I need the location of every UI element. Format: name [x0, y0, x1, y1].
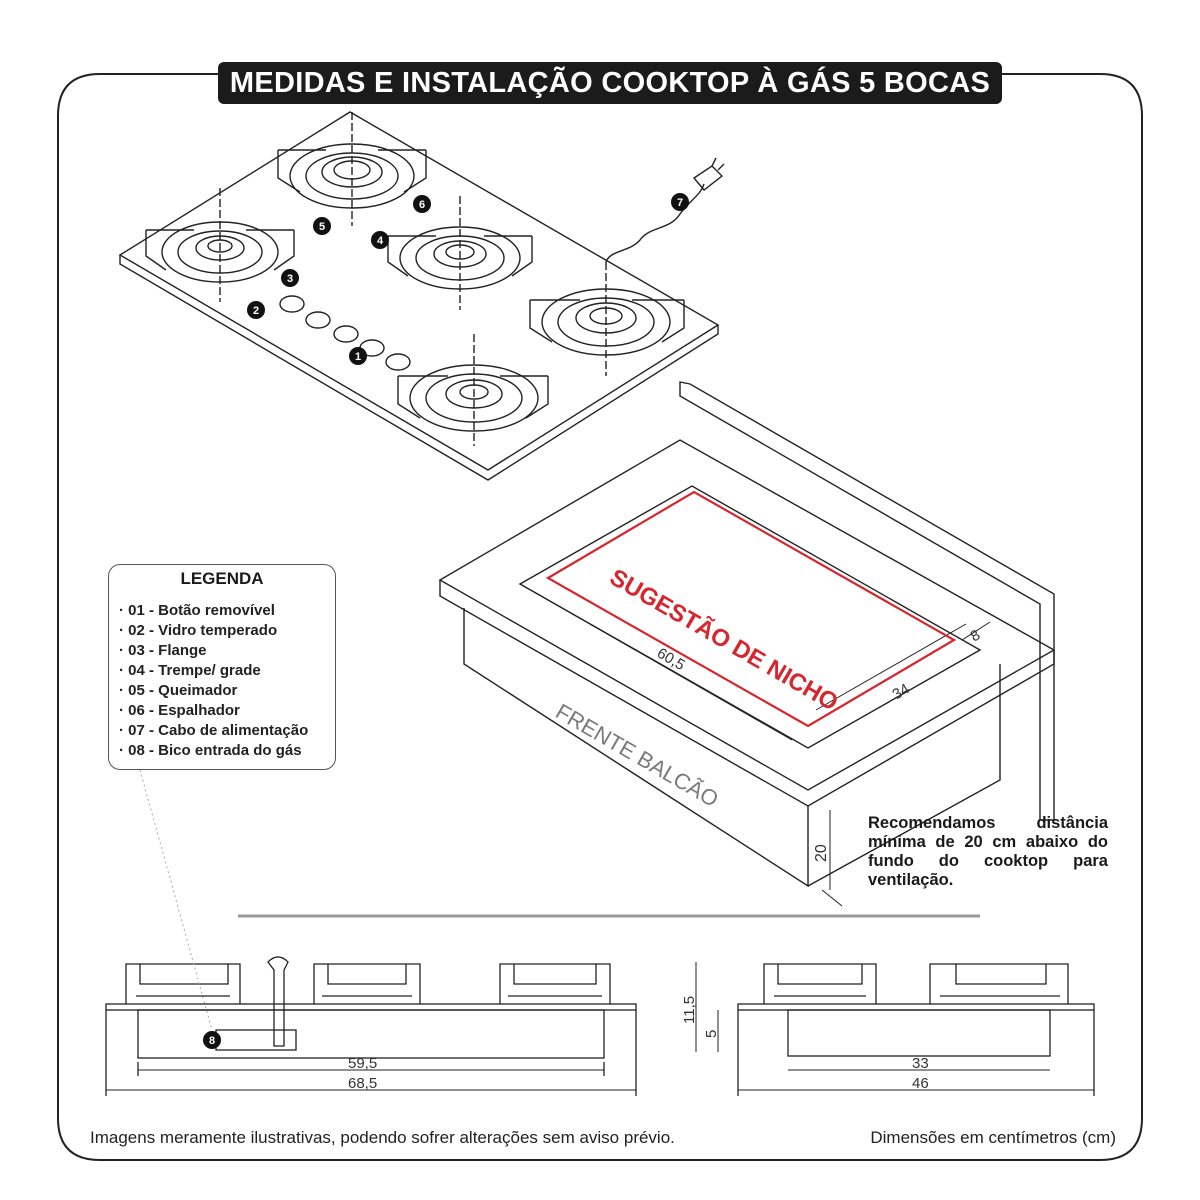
- callout-7: 7: [671, 193, 689, 211]
- side-height-total: 11,5: [681, 996, 698, 1024]
- side-view: [695, 962, 1095, 1096]
- burner-bottom: [397, 334, 549, 446]
- front-view: [105, 956, 637, 1096]
- burner-left: [145, 188, 295, 302]
- back-wall: [679, 381, 1055, 821]
- footer-disclaimer: Imagens meramente ilustrativas, podendo …: [90, 1128, 675, 1147]
- svg-text:7: 7: [677, 197, 683, 209]
- side-inner-depth: 33: [912, 1055, 929, 1072]
- page-title: MEDIDAS E INSTALAÇÃO COOKTOP À GÁS 5 BOC…: [218, 62, 1002, 104]
- burner-center: [387, 196, 533, 310]
- legend-list: 01 - Botão removível 02 - Vidro temperad…: [119, 601, 308, 761]
- plug: [692, 157, 725, 191]
- callout-5: 5: [313, 217, 331, 235]
- legend-item: 02 - Vidro temperado: [119, 621, 308, 641]
- gas-inlet: [267, 956, 289, 1047]
- legend-item: 08 - Bico entrada do gás: [119, 741, 308, 761]
- burner-right: [529, 262, 685, 376]
- legend-item: 03 - Flange: [119, 641, 308, 661]
- legend-item: 07 - Cabo de alimentação: [119, 721, 308, 741]
- counter-isometric: [438, 381, 1056, 907]
- side-outer-depth: 46: [912, 1075, 929, 1092]
- clearance-label: 20: [813, 844, 830, 862]
- front-body: [137, 1009, 605, 1059]
- side-body: [787, 1009, 1051, 1057]
- legend-title: LEGENDA: [180, 569, 264, 588]
- legend-item: 05 - Queimador: [119, 681, 308, 701]
- front-inner-width: 59,5: [348, 1055, 377, 1072]
- front-outer-width: 68,5: [348, 1075, 377, 1092]
- niche-suggestion: [545, 490, 957, 728]
- niche-depth: 34: [890, 680, 913, 703]
- knobs: [279, 295, 411, 371]
- svg-text:2: 2: [253, 305, 259, 317]
- leader-line: [139, 769, 213, 1031]
- counter-top: [438, 439, 1056, 791]
- legend-item: 04 - Trempe/ grade: [119, 661, 308, 681]
- callout-1: 1: [349, 347, 367, 365]
- svg-text:8: 8: [209, 1035, 215, 1047]
- callout-8: 8: [203, 1031, 221, 1049]
- niche-margin: 8: [968, 627, 984, 646]
- burner-top: [277, 112, 427, 226]
- callout-4: 4: [371, 231, 389, 249]
- ventilation-note: Recomendamos distância mínima de 20 cm a…: [868, 814, 1108, 889]
- svg-text:1: 1: [355, 351, 361, 363]
- front-glass: [105, 1003, 637, 1011]
- legend-item: 06 - Espalhador: [119, 701, 308, 721]
- side-glass: [737, 1003, 1095, 1011]
- callout-3: 3: [281, 269, 299, 287]
- svg-text:6: 6: [419, 199, 425, 211]
- svg-text:3: 3: [287, 273, 293, 285]
- front-label: FRENTE BALCÃO: [552, 699, 723, 812]
- callout-badges: 1 2 3 4 5 6 7 8: [203, 193, 689, 1049]
- svg-text:5: 5: [319, 221, 325, 233]
- hole-outline: [518, 485, 982, 749]
- power-cable: [605, 183, 705, 263]
- outer-frame: [57, 73, 1143, 1161]
- cooktop-isometric: [118, 111, 725, 481]
- callout-2: 2: [247, 301, 265, 319]
- callout-6: 6: [413, 195, 431, 213]
- footer-units: Dimensões em centímetros (cm): [870, 1128, 1116, 1147]
- side-height-body: 5: [703, 1030, 720, 1038]
- legend-box: LEGENDA 01 - Botão removível 02 - Vidro …: [108, 564, 336, 770]
- niche-label: SUGESTÃO DE NICHO: [605, 563, 843, 717]
- svg-text:4: 4: [377, 235, 384, 247]
- legend-item: 01 - Botão removível: [119, 601, 308, 621]
